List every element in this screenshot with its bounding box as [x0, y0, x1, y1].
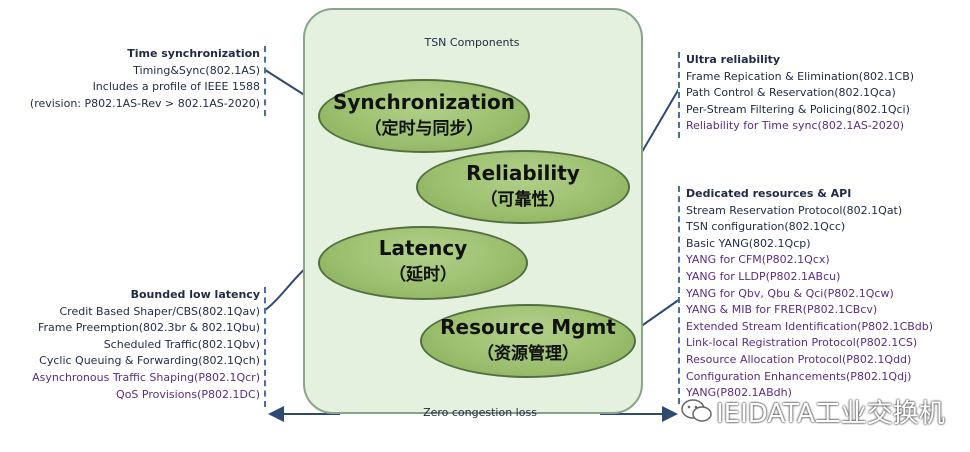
ultra-reliability-panel: Ultra reliability Frame Repication & Eli…	[678, 52, 936, 138]
dedicated-resources-line: Resource Allocation Protocol(P802.1Qdd)	[686, 352, 912, 366]
dedicated-resources-line: Basic YANG(802.1Qcp)	[686, 236, 811, 250]
dedicated-resources-line: YANG(P802.1ABdh)	[686, 386, 792, 400]
synchronization-ellipse: Synchronization （定时与同步）	[318, 79, 530, 153]
dedicated-resources-panel: Dedicated resources & API Stream Reserva…	[678, 186, 964, 404]
dedicated-resources-line: Link-local Registration Protocol(P802.1C…	[686, 336, 918, 350]
dedicated-resources-line: Configuration Enhancements(P802.1Qdj)	[686, 369, 912, 383]
time-sync-heading: Time synchronization	[127, 47, 260, 60]
reliability-ellipse: Reliability （可靠性）	[416, 150, 630, 224]
watermark-text: IEIDATA工业交换机	[716, 399, 945, 429]
dedicated-resources-line: YANG for LLDP(P802.1ABcu)	[686, 269, 841, 283]
ultra-reliability-line: Reliability for Time sync(802.1AS-2020)	[686, 119, 905, 133]
bounded-latency-line: Credit Based Shaper/CBS(802.1Qav)	[59, 304, 260, 318]
dedicated-resources-line: YANG & MIB for FRER(P802.1CBcv)	[686, 303, 878, 317]
bounded-latency-line: Asynchronous Traffic Shaping(P802.1Qcr)	[32, 370, 260, 384]
time-sync-line: (revision: P802.1AS-Rev > 802.1AS-2020)	[29, 96, 260, 110]
dedicated-resources-line: TSN configuration(802.1Qcc)	[686, 220, 846, 234]
bounded-latency-line: Cyclic Queuing & Forwarding(802.1Qch)	[39, 354, 260, 368]
reliability-label: Reliability	[466, 161, 580, 185]
reliability-label-zh: （可靠性）	[480, 190, 566, 210]
ultra-reliability-line: Path Control & Reservation(802.1Qca)	[686, 86, 896, 100]
ultra-reliability-heading: Ultra reliability	[686, 53, 781, 66]
latency-label: Latency	[378, 236, 468, 260]
time-sync-panel: Time synchronization Timing&Sync(802.1AS…	[10, 46, 266, 116]
bounded-latency-line: Frame Preemption(802.3br & 802.1Qbu)	[37, 321, 260, 335]
dedicated-resources-heading: Dedicated resources & API	[686, 187, 852, 200]
latency-ellipse: Latency （延时）	[318, 226, 528, 300]
dedicated-resources-line: Extended Stream Identification(P802.1CBd…	[686, 319, 934, 333]
time-sync-line: Includes a profile of IEEE 1588	[92, 80, 260, 94]
dedicated-resources-line: Stream Reservation Protocol(802.1Qat)	[686, 203, 903, 217]
time-sync-line: Timing&Sync(802.1AS)	[133, 63, 260, 77]
dedicated-resources-line: YANG for CFM(P802.1Qcx)	[686, 253, 830, 267]
synchronization-label: Synchronization	[332, 90, 515, 114]
latency-label-zh: （延时）	[389, 265, 457, 285]
ultra-reliability-line: Frame Repication & Elimination(802.1CB)	[686, 69, 915, 83]
resource-mgmt-label: Resource Mgmt	[440, 315, 616, 339]
resource-mgmt-label-zh: （资源管理）	[477, 344, 579, 364]
dedicated-resources-line: YANG for Qbv, Qbu & Qci(P802.1Qcw)	[686, 286, 894, 300]
bounded-latency-line: QoS Provisions(P802.1DC)	[116, 387, 260, 401]
bounded-latency-heading: Bounded low latency	[130, 288, 260, 301]
synchronization-label-zh: （定时与同步）	[364, 119, 484, 139]
resource-mgmt-ellipse: Resource Mgmt （资源管理）	[420, 304, 636, 378]
bounded-latency-line: Scheduled Traffic(802.1Qbv)	[103, 337, 260, 351]
box-title: TSN Components	[424, 36, 520, 49]
ultra-reliability-line: Per-Stream Filtering & Policing(802.1Qci…	[686, 102, 910, 116]
wechat-icon	[681, 399, 712, 422]
bounded-latency-panel: Bounded low latency Credit Based Shaper/…	[10, 287, 266, 407]
zero-congestion-label: Zero congestion loss	[423, 406, 537, 419]
